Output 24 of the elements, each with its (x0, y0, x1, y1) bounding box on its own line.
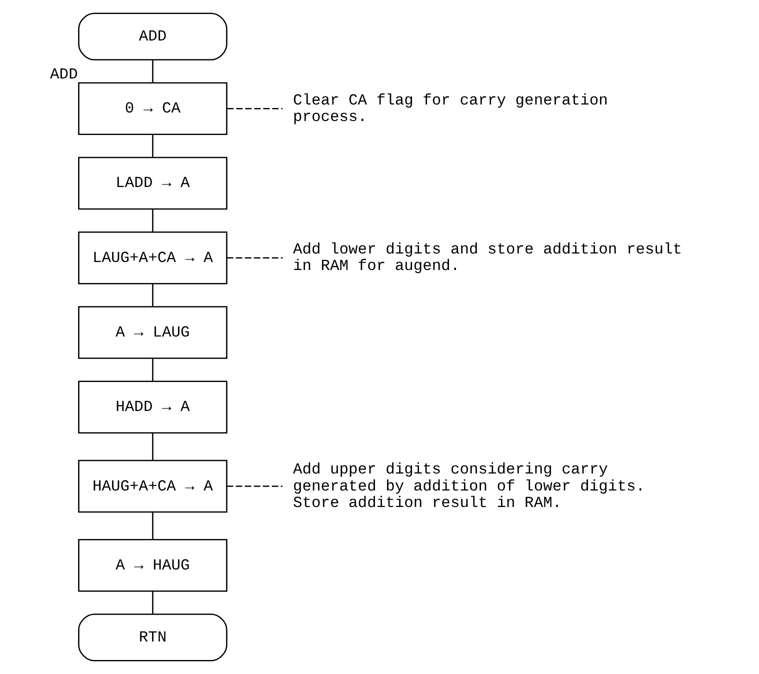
node-box: A → HAUG (78, 539, 228, 592)
node-text: Add lower digits and store addition result in RAM for augend. (292, 240, 682, 276)
node-box: ADD (78, 12, 228, 60)
connector (227, 108, 283, 110)
node-box: HAUG+A+CA → A (78, 460, 228, 513)
connector (152, 284, 154, 307)
node-label: ADD (50, 66, 78, 84)
node-text: Add upper digits considering carry generated by addition of lower digits. Store addition result in RAM. (292, 460, 646, 512)
connector (152, 358, 154, 382)
connector (226, 486, 282, 487)
node-box: LAUG+A+CA → A (78, 232, 228, 284)
connector (152, 209, 154, 232)
connector (226, 257, 283, 259)
node-box: RTN (78, 614, 228, 662)
connector (152, 134, 154, 158)
connector (152, 512, 154, 540)
node-box: 0 → CA (78, 82, 228, 135)
node-box: LADD → A (78, 156, 228, 210)
node-text: Clear CA flag for carry generation process. (292, 91, 608, 126)
connector (152, 433, 154, 460)
connector (152, 591, 154, 614)
node-box: HADD → A (78, 380, 228, 434)
connector (152, 60, 154, 83)
node-box: A → LAUG (78, 306, 228, 359)
